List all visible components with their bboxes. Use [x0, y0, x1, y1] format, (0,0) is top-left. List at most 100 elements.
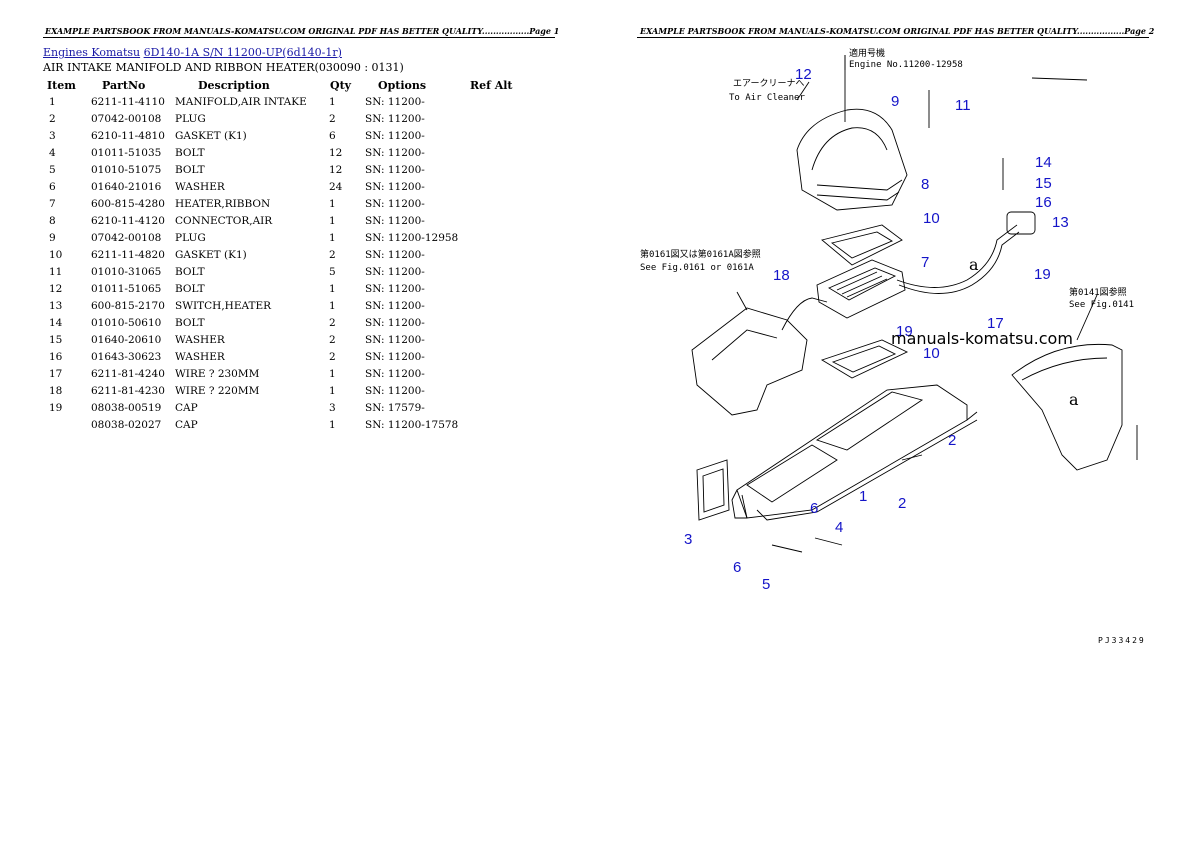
note-air-cleaner: To Air Cleaner [729, 93, 805, 103]
cell-item: 1 [49, 95, 56, 108]
breadcrumb: Engines Komatsu 6D140-1A S/N 11200-UP(6d… [43, 46, 342, 59]
cell-description: CAP [175, 418, 198, 431]
cell-partno: 01011-51065 [91, 282, 162, 295]
cell-item: 12 [49, 282, 63, 295]
cell-options: SN: 11200- [365, 129, 425, 142]
watermark: manuals-komatsu.com [891, 329, 1073, 348]
cell-description: BOLT [175, 316, 205, 329]
cell-refalt [466, 297, 517, 314]
cell-partno: 01010-31065 [91, 265, 162, 278]
callout-5: 5 [762, 576, 770, 593]
cell-qty: 1 [329, 299, 336, 312]
wire-17-shape [896, 224, 1018, 288]
page2-header: EXAMPLE PARTSBOOK FROM MANUALS-KOMATSU.C… [640, 26, 1155, 36]
cell-item: 3 [49, 129, 56, 142]
cell-options: SN: 11200- [365, 248, 425, 261]
cell-partno: 6211-11-4820 [91, 248, 165, 261]
callout-15: 15 [1035, 175, 1052, 192]
cell-item: 17 [49, 367, 63, 380]
cell-refalt [466, 314, 517, 331]
col-header-partno: PartNo [102, 78, 146, 92]
section-title: AIR INTAKE MANIFOLD AND RIBBON HEATER(03… [43, 61, 404, 74]
cell-item: 16 [49, 350, 63, 363]
breadcrumb-link-engines[interactable]: Engines Komatsu [43, 46, 141, 59]
note-see-fig-left-jp: 第0161図又は第0161A図参照 [640, 248, 761, 260]
cell-options: SN: 11200- [365, 197, 425, 210]
cell-description: SWITCH,HEATER [175, 299, 272, 312]
cell-partno: 08038-02027 [91, 418, 162, 431]
cell-refalt [466, 127, 517, 144]
callout-9: 9 [891, 93, 899, 110]
table-row: 14 01010-50610 BOLT 2 SN: 11200- [43, 314, 517, 331]
cell-description: WASHER [175, 333, 225, 346]
left-bracket-shape [691, 307, 808, 416]
cell-description: WASHER [175, 350, 225, 363]
cell-qty: 2 [329, 333, 336, 346]
gasket-lower-shape [820, 339, 909, 379]
cell-item: 8 [49, 214, 56, 227]
cell-partno: 01640-21016 [91, 180, 162, 193]
cell-refalt [466, 399, 517, 416]
cell-description: HEATER,RIBBON [175, 197, 271, 210]
note-engine-no: Engine No.11200-12958 [849, 60, 963, 70]
cell-description: WIRE ? 230MM [175, 367, 260, 380]
table-header-row: Item PartNo Description Qty Options Ref … [43, 77, 517, 93]
cell-refalt [466, 195, 517, 212]
cell-options: SN: 11200- [365, 299, 425, 312]
col-header-item: Item [47, 78, 76, 92]
cell-refalt [466, 229, 517, 246]
cell-qty: 1 [329, 214, 336, 227]
cell-options: SN: 11200- [365, 112, 425, 125]
cell-qty: 12 [329, 163, 343, 176]
cell-description: BOLT [175, 146, 205, 159]
parts-table: Item PartNo Description Qty Options Ref … [43, 77, 517, 433]
cell-partno: 6211-81-4240 [91, 367, 165, 380]
callout-2-right: 2 [948, 432, 956, 449]
page1-header-rule [43, 37, 555, 38]
breadcrumb-link-model[interactable]: 6D140-1A S/N 11200-UP(6d140-1r) [143, 46, 342, 59]
cell-refalt [466, 144, 517, 161]
cell-options: SN: 11200- [365, 265, 425, 278]
cell-qty: 2 [329, 316, 336, 329]
cell-description: PLUG [175, 112, 206, 125]
cell-qty: 2 [329, 350, 336, 363]
cell-partno: 6211-81-4230 [91, 384, 165, 397]
cell-item: 11 [49, 265, 63, 278]
cell-qty: 2 [329, 248, 336, 261]
callout-2-bottom: 2 [898, 495, 906, 512]
cell-partno: 600-815-4280 [91, 197, 165, 210]
cell-item: 2 [49, 112, 56, 125]
note-see-fig-right-jp: 第0141図参照 [1069, 286, 1127, 298]
callout-19-center: 19 [896, 323, 913, 340]
page2-header-rule [637, 37, 1149, 38]
callout-16: 16 [1035, 194, 1052, 211]
cell-options: SN: 11200-17578 [365, 418, 459, 431]
cell-item: 15 [49, 333, 63, 346]
cell-item: 14 [49, 316, 63, 329]
cell-partno: 01010-50610 [91, 316, 162, 329]
cell-options: SN: 11200- [365, 333, 425, 346]
cell-description: CAP [175, 401, 198, 414]
cell-description: BOLT [175, 282, 205, 295]
cell-options: SN: 11200- [365, 316, 425, 329]
cell-description: GASKET (K1) [175, 129, 247, 142]
cell-refalt [466, 416, 517, 433]
note-see-fig-left: See Fig.0161 or 0161A [640, 263, 754, 273]
callout-11: 11 [955, 97, 971, 114]
callout-19-right: 19 [1034, 266, 1051, 283]
cell-qty: 5 [329, 265, 336, 278]
callout-17: 17 [987, 315, 1004, 332]
cell-partno: 6210-11-4120 [91, 214, 165, 227]
cell-options: SN: 11200- [365, 367, 425, 380]
